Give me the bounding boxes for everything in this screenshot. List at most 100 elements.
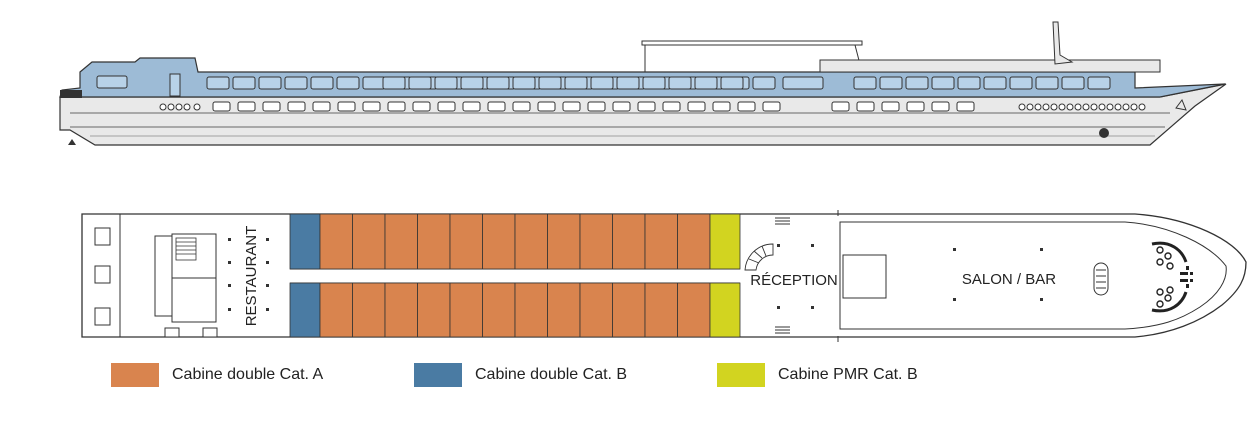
lower-window [831,101,850,112]
reception-stairs-icon [775,217,790,334]
upper-window [905,76,929,90]
upper-window [206,76,230,90]
wheelhouse-roof [819,59,1161,73]
upper-window [1087,76,1111,90]
lower-window [662,101,681,112]
lower-window [512,101,531,112]
cabin-cat-a [677,282,711,338]
upper-window [720,76,744,90]
stern-band [60,90,82,98]
legend-item-pmr: Cabine PMR Cat. B [717,362,918,388]
cabin-cat-a [384,213,418,270]
upper-window [983,76,1007,90]
upper-window [460,76,484,90]
restaurant-label: RESTAURANT [243,226,260,327]
lower-window [337,101,356,112]
lower-window [312,101,331,112]
lower-window [637,101,656,112]
stern-locker [94,265,111,284]
lower-window [562,101,581,112]
upper-window [564,76,588,90]
salon-pillars [953,248,1043,301]
cabin-cat-a [319,213,353,270]
cabin-cat-b [289,213,321,270]
porthole [1042,103,1050,111]
cabin-cat-a [612,213,646,270]
cabin-cat-a [482,213,516,270]
upper-window [616,76,640,90]
cabin-cat-a [644,282,678,338]
porthole [1074,103,1082,111]
upper-window [853,76,877,90]
lower-window [487,101,506,112]
galley-door [202,327,218,338]
porthole [1050,103,1058,111]
cabin-cat-a [514,282,548,338]
cabin-cat-a [352,213,386,270]
bow-lounge-seats-icon [1151,241,1188,313]
legend-label-cat-b: Cabine double Cat. B [475,366,628,383]
porthole [1058,103,1066,111]
lower-window [287,101,306,112]
upper-window [931,76,955,90]
porthole [1090,103,1098,111]
legend-item-cat-a: Cabine double Cat. A [111,362,323,388]
bow-equipment-icon [1180,266,1193,288]
upper-window [362,76,386,90]
upper-window [486,76,510,90]
upper-window [382,76,406,90]
lower-window [387,101,406,112]
upper-window [590,76,614,90]
lower-window [362,101,381,112]
anchor-icon [1099,128,1109,138]
porthole [1114,103,1122,111]
cabin-cat-a [579,213,613,270]
lower-window [237,101,256,112]
stern-locker [94,307,111,326]
porthole [1034,103,1042,111]
reception-label: RÉCEPTION [750,272,838,289]
lower-window [856,101,875,112]
upper-window [538,76,562,90]
porthole [1018,103,1026,111]
upper-window [284,76,308,90]
upper-window [957,76,981,90]
porthole [183,103,191,111]
upper-window [782,76,824,90]
porthole [1082,103,1090,111]
upper-window [1009,76,1033,90]
cabin-cat-a [417,213,451,270]
legend-swatch-cat-b [414,363,462,387]
upper-window [310,76,334,90]
galley-block [171,277,217,323]
porthole [193,103,201,111]
upper-window [668,76,692,90]
reception-pillars [777,244,814,309]
lower-window [931,101,950,112]
porthole [1026,103,1034,111]
salon-bar-label: SALON / BAR [962,271,1056,288]
cabin-pmr [709,282,741,338]
porthole [167,103,175,111]
upper-window [694,76,718,90]
upper-window [879,76,903,90]
upper-window [1061,76,1085,90]
lower-window [737,101,756,112]
lower-window [612,101,631,112]
upper-window [258,76,282,90]
porthole [1098,103,1106,111]
cabin-cat-a [482,282,516,338]
cabin-pmr [709,213,741,270]
lower-window [262,101,281,112]
mast [1052,21,1074,65]
galley-door [164,327,180,338]
cabin-cat-a [547,282,581,338]
upper-window [1035,76,1059,90]
cabin-cat-b [289,282,321,338]
cabin-cat-a [319,282,353,338]
lower-window [537,101,556,112]
cabin-cat-a [547,213,581,270]
propeller-icon [68,139,76,145]
porthole [1130,103,1138,111]
